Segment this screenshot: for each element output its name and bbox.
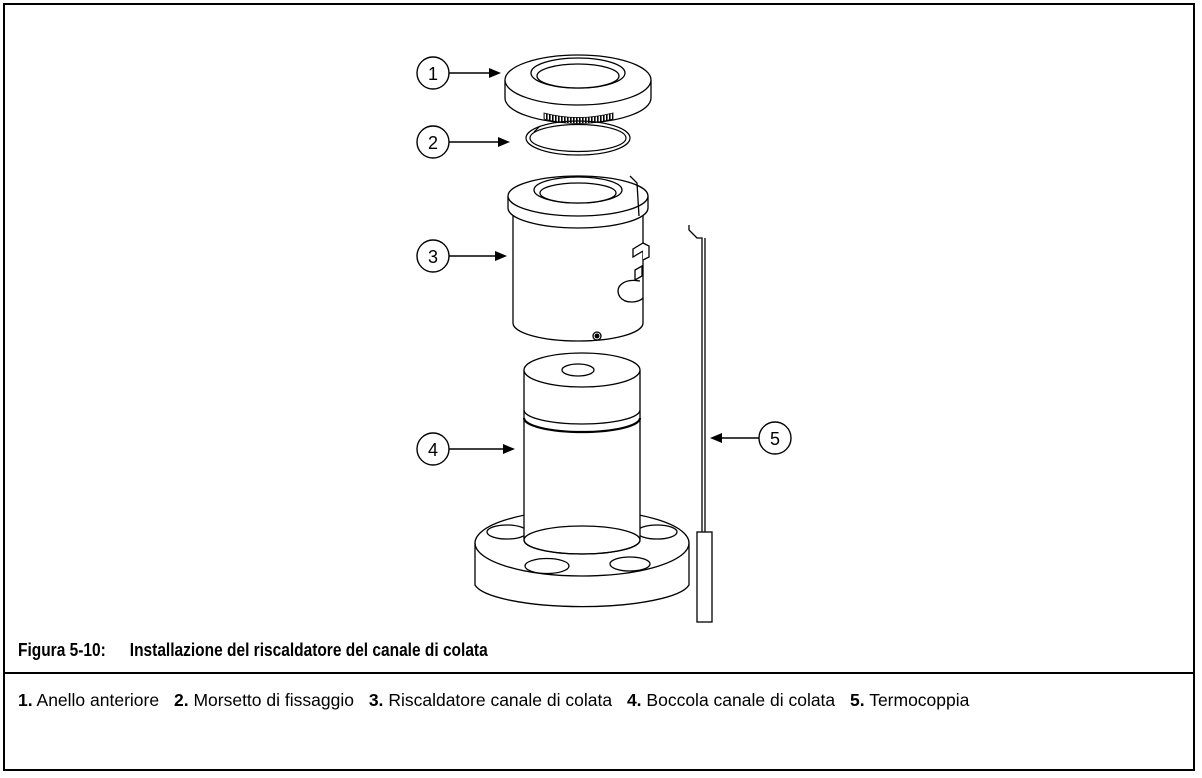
callout-3: 3 <box>416 239 507 273</box>
legend-item: 2. Morsetto di fissaggio <box>174 690 354 710</box>
figure-number: Figura 5-10: <box>18 640 106 660</box>
sprue-heater-part <box>507 175 650 342</box>
callout-1-label: 1 <box>428 64 438 84</box>
sprue-bushing-part <box>474 352 690 608</box>
callout-1: 1 <box>416 56 501 90</box>
legend-item-label: Riscaldatore canale di colata <box>388 690 613 710</box>
legend-item: 5. Termocoppia <box>850 690 969 710</box>
legend-item-number: 4. <box>626 690 642 710</box>
callout-5: 5 <box>710 421 792 455</box>
legend-item-label: Termocoppia <box>869 690 970 710</box>
figure-title: Installazione del riscaldatore del canal… <box>129 640 488 660</box>
legend-item: 4. Boccola canale di colata <box>627 690 835 710</box>
callout-2-label: 2 <box>428 133 438 153</box>
callout-4-label: 4 <box>428 440 438 460</box>
legend-item-number: 2. <box>173 690 189 710</box>
legend-item-number: 5. <box>850 690 865 710</box>
callout-2: 2 <box>416 125 510 159</box>
caption-divider <box>5 672 1193 674</box>
callout-4: 4 <box>416 432 515 466</box>
thermocouple-part <box>688 225 713 623</box>
legend-item: 3. Riscaldatore canale di colata <box>369 690 612 710</box>
front-ring-part <box>504 54 652 124</box>
figure-caption: Figura 5-10: Installazione del riscaldato… <box>18 640 488 661</box>
legend-item-label: Boccola canale di colata <box>646 690 836 710</box>
legend-item-number: 1. <box>18 690 33 710</box>
callout-5-label: 5 <box>770 429 780 449</box>
retaining-clamp-part <box>525 120 631 156</box>
legend-item-number: 3. <box>368 690 384 710</box>
parts-legend: 1. Anello anteriore 2. Morsetto di fissa… <box>18 686 1078 715</box>
callout-3-label: 3 <box>428 247 438 267</box>
legend-item-label: Morsetto di fissaggio <box>193 690 354 710</box>
legend-item-label: Anello anteriore <box>36 690 160 710</box>
legend-item: 1. Anello anteriore <box>18 690 159 710</box>
exploded-assembly-drawing: 1 2 3 4 5 <box>416 54 792 623</box>
